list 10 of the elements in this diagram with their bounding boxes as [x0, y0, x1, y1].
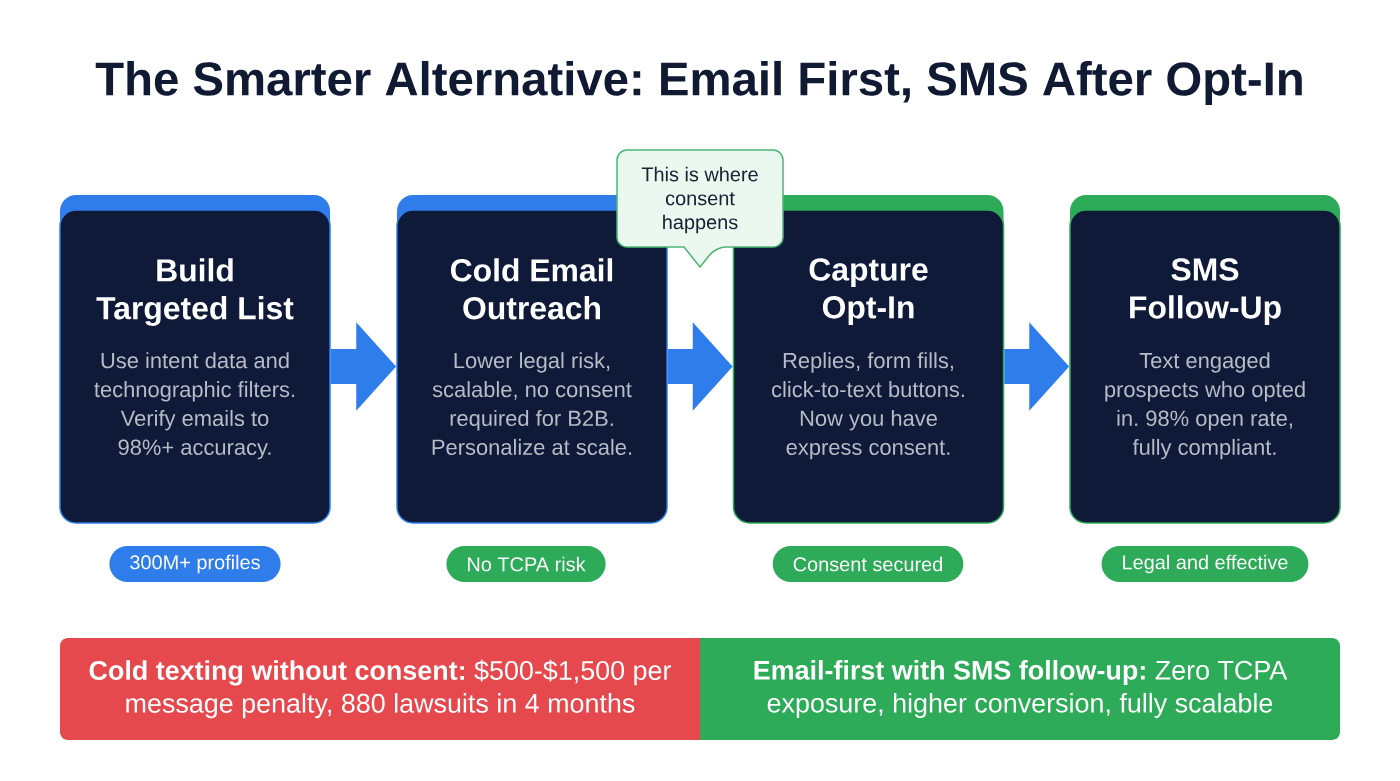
comparison-banner: Email-first with SMS follow-up: Zero TCPA exposure, higher conversion, fully scalable	[700, 638, 1340, 740]
comparison-banner: Cold texting without consent: $500-$1,500 per message penalty, 880 lawsuits in 4 months	[60, 638, 700, 740]
step-card: Build Targeted List Use intent data and technographic filters. Verify emails to 98%+ accuracy.	[59, 195, 331, 524]
callout-bubble: This is where consent happens	[616, 149, 784, 268]
tag-pill: Legal and effective	[1101, 546, 1309, 582]
tag-pill: Consent secured	[772, 546, 964, 582]
tag-pill: No TCPA risk	[446, 546, 606, 582]
tag-pill: 300M+ profiles	[109, 546, 281, 582]
title: The Smarter Alternative: Email First, SMS After Opt-In	[95, 60, 1302, 106]
step-card: SMS Follow-Up Text engaged prospects who opted in. 98% open rate, fully compliant.	[1069, 195, 1341, 524]
